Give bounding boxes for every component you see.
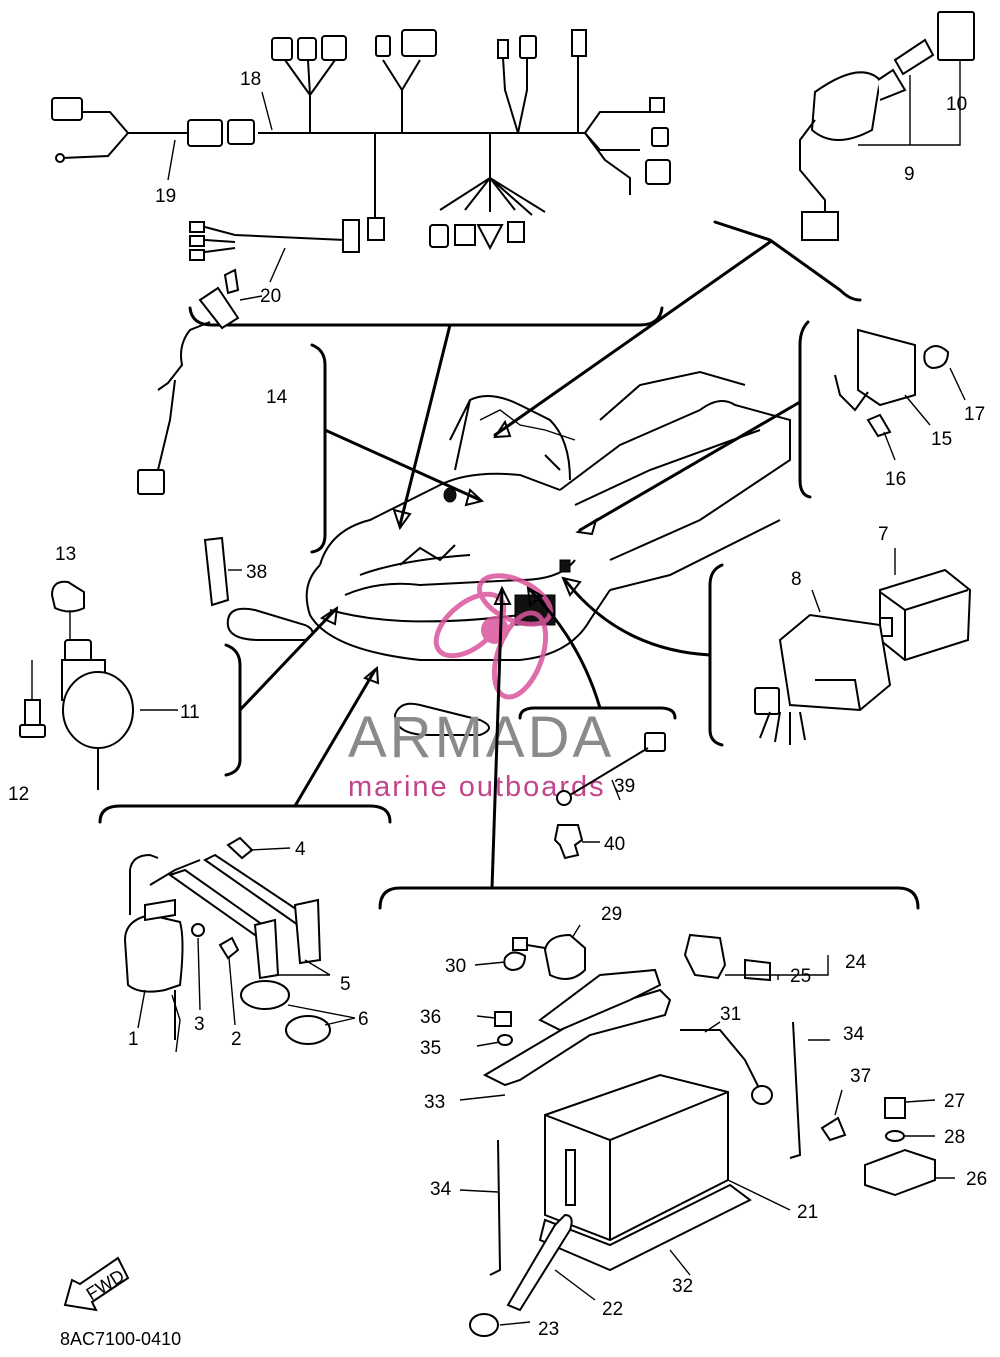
ignition-coil-group <box>123 836 356 1053</box>
sensor-39-40-group <box>553 732 666 860</box>
watermark-propeller-icon <box>433 573 553 700</box>
callout-21: 21 <box>797 1202 818 1223</box>
callout-24: 24 <box>845 952 867 973</box>
callout-29: 29 <box>601 904 622 925</box>
callout-22: 22 <box>602 1299 623 1320</box>
callout-28: 28 <box>944 1127 965 1148</box>
callout-16: 16 <box>885 469 906 490</box>
fwd-arrow-icon: FWD <box>63 1256 130 1312</box>
callout-10: 10 <box>946 94 967 115</box>
main-switch-group <box>799 11 975 241</box>
catalog-code: 8AC7100-0410 <box>60 1329 181 1349</box>
callout-40: 40 <box>604 834 625 855</box>
callout-17: 17 <box>964 404 985 425</box>
watermark-title: ARMADA <box>348 705 614 770</box>
horn-group <box>19 580 178 790</box>
pointer-arrows <box>238 240 802 890</box>
switch-14-group <box>137 268 263 495</box>
wire-harness-group <box>51 29 671 283</box>
callout-7: 7 <box>878 524 889 545</box>
callout-labels: 1 2 3 4 5 6 7 8 9 10 11 12 13 14 15 16 1… <box>8 69 987 1340</box>
callout-35: 35 <box>420 1038 441 1059</box>
callout-11: 11 <box>180 702 200 723</box>
callout-25: 25 <box>790 966 811 987</box>
callout-31: 31 <box>720 1004 741 1025</box>
callout-19: 19 <box>155 186 176 207</box>
watermark: ARMADA marine outboards <box>348 573 614 803</box>
callout-34b: 34 <box>430 1179 452 1200</box>
callout-9: 9 <box>904 164 915 185</box>
callout-13: 13 <box>55 544 76 565</box>
callout-18: 18 <box>240 69 261 90</box>
callout-12: 12 <box>8 784 29 805</box>
callout-23: 23 <box>538 1319 559 1340</box>
callout-36: 36 <box>420 1007 441 1028</box>
callout-20: 20 <box>260 286 281 307</box>
callout-6: 6 <box>358 1009 369 1030</box>
callout-34a: 34 <box>843 1024 865 1045</box>
callout-33: 33 <box>424 1092 445 1113</box>
callout-14: 14 <box>266 387 288 408</box>
battery-group <box>459 924 955 1337</box>
unit-7-8-group <box>754 548 972 745</box>
callout-26: 26 <box>966 1169 987 1190</box>
snowmobile-body <box>226 370 791 736</box>
callout-15: 15 <box>931 429 952 450</box>
group-brackets <box>98 220 920 910</box>
callout-30: 30 <box>445 956 466 977</box>
callout-38: 38 <box>246 562 267 583</box>
callout-27: 27 <box>944 1091 965 1112</box>
callout-1: 1 <box>128 1029 139 1050</box>
unit-15-group <box>834 328 966 461</box>
cable-tie-38 <box>203 536 242 607</box>
callout-4: 4 <box>295 839 306 860</box>
callout-37: 37 <box>850 1066 871 1087</box>
callout-5: 5 <box>340 974 351 995</box>
callout-32: 32 <box>672 1276 693 1297</box>
callout-2: 2 <box>231 1029 242 1050</box>
callout-3: 3 <box>194 1014 205 1035</box>
callout-39: 39 <box>614 776 635 797</box>
callout-8: 8 <box>791 569 802 590</box>
